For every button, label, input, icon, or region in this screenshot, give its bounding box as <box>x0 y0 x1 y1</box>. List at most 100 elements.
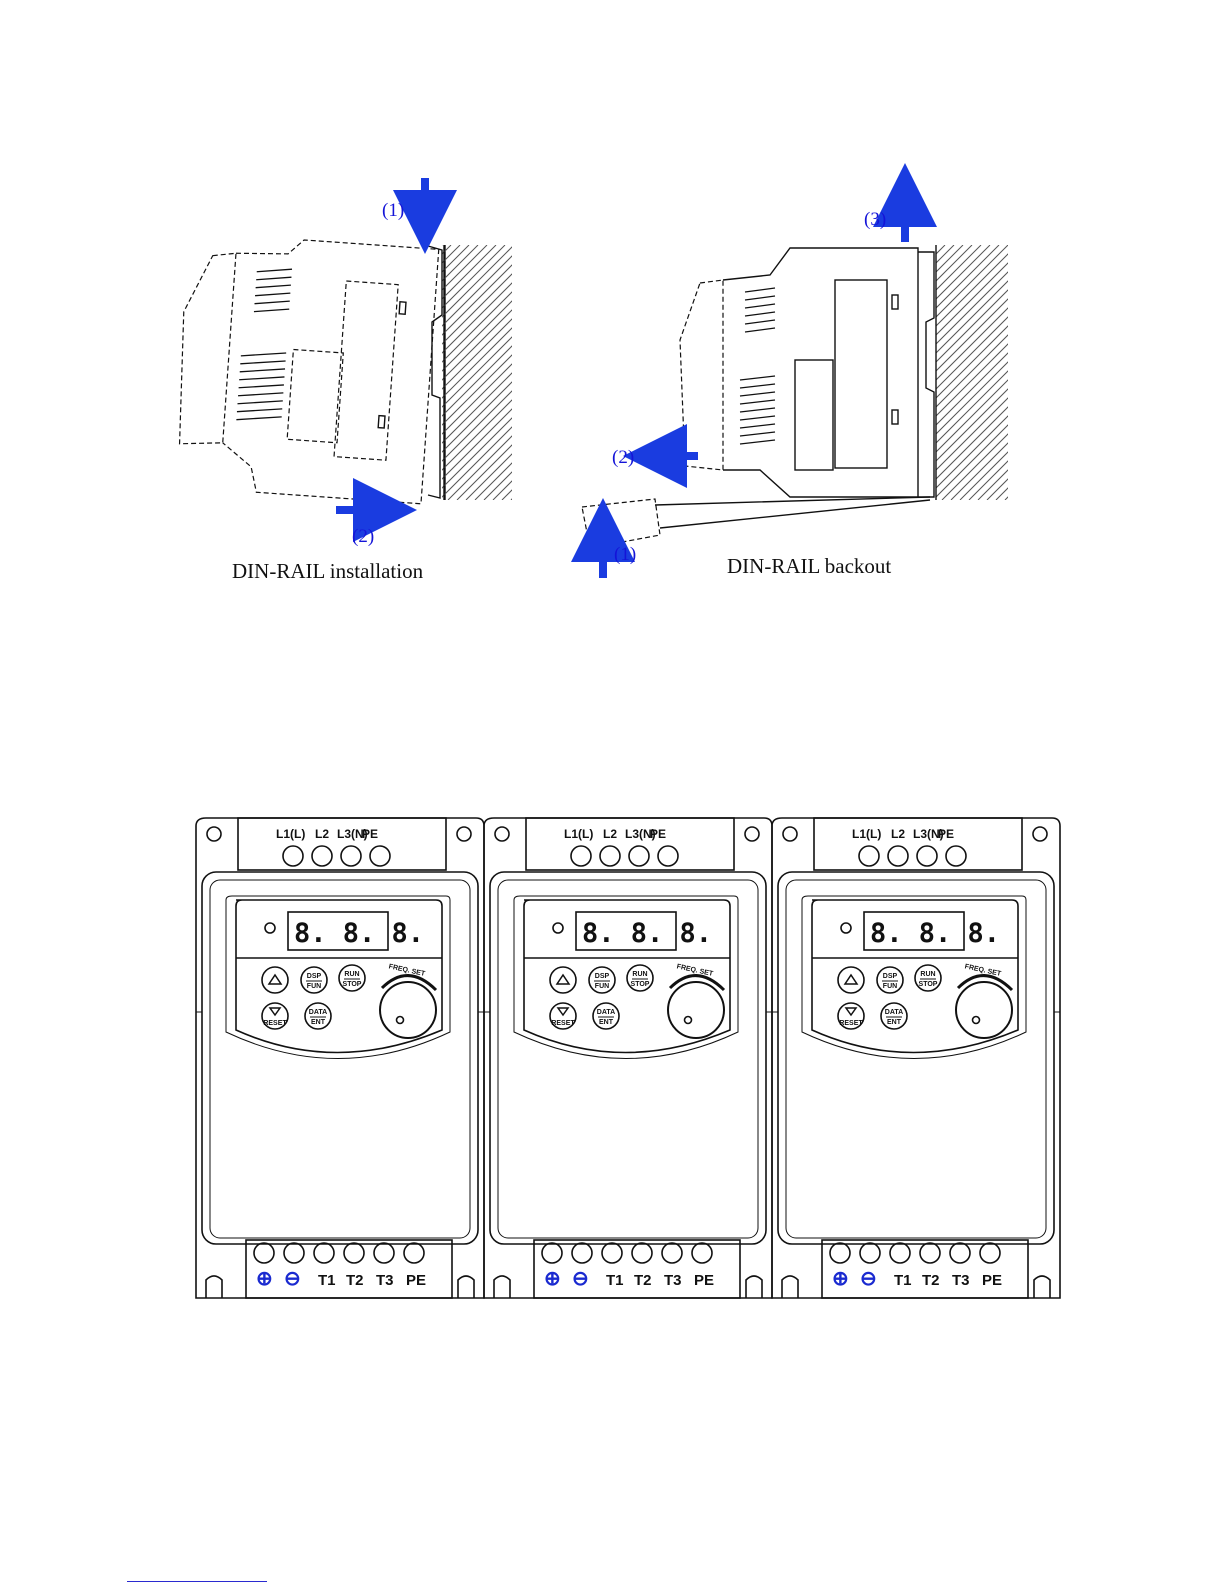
bottom-terminal-label: T3 <box>376 1272 394 1289</box>
hatch-line <box>936 316 1008 390</box>
step-label: (2) <box>612 447 634 468</box>
terminal-screw <box>628 845 650 867</box>
display-digits: 8. 8. 8. <box>582 918 712 949</box>
hatch-line <box>986 478 1008 500</box>
step-label: (3) <box>864 209 886 230</box>
terminal-screw <box>283 1242 305 1264</box>
status-led <box>840 922 852 934</box>
terminal-screw <box>949 1242 971 1264</box>
triangle-up-icon <box>555 973 571 985</box>
data-ent-key[interactable] <box>304 1002 332 1030</box>
mounting-hole <box>494 826 510 842</box>
hatch-line <box>936 307 1008 381</box>
hatch-line <box>936 415 1008 489</box>
hatch-line <box>936 280 1008 354</box>
hatch-line <box>936 245 946 255</box>
seven-segment-display <box>287 911 389 951</box>
keypad-panel <box>811 899 1019 1054</box>
frequency-knob[interactable] <box>379 981 437 1039</box>
data-ent-key[interactable] <box>880 1002 908 1030</box>
knob-indicator <box>683 1015 693 1025</box>
hatch-line <box>442 245 488 291</box>
down-reset-key[interactable] <box>261 1002 289 1030</box>
terminal-screw <box>979 1242 1001 1264</box>
mounting-slot <box>205 1275 223 1298</box>
terminal-screw <box>313 1242 335 1264</box>
hatch-line <box>936 245 982 291</box>
up-key[interactable] <box>261 966 289 994</box>
terminal-screw <box>570 845 592 867</box>
data-ent-key[interactable] <box>592 1002 620 1030</box>
hatch-line <box>442 245 506 309</box>
hatch-line <box>936 262 1008 336</box>
run-stop-key[interactable] <box>626 964 654 992</box>
hatch-line <box>442 318 512 390</box>
terminal-screw <box>916 845 938 867</box>
top-terminal-block <box>525 817 735 871</box>
din-rail-clip <box>918 251 935 498</box>
data-ent-key-label: ENT <box>311 1019 326 1026</box>
hatch-line <box>936 343 1008 417</box>
top-terminal-label: PE <box>938 827 954 841</box>
status-led <box>552 922 564 934</box>
top-terminal-block <box>813 817 1023 871</box>
top-terminal-label: PE <box>362 827 378 841</box>
terminal-screw <box>282 845 304 867</box>
run-stop-key-label: RUN <box>920 971 935 978</box>
hatch-line <box>936 271 1008 345</box>
front-cover-inner <box>785 879 1047 1239</box>
step-label: (1) <box>614 544 636 565</box>
down-reset-key[interactable] <box>549 1002 577 1030</box>
top-terminal-label: L3(N) <box>625 827 656 841</box>
mounting-slot <box>457 1275 475 1298</box>
triangle-down-icon <box>844 1007 858 1017</box>
frequency-knob[interactable] <box>955 981 1013 1039</box>
dsp-fun-key-label: DSP <box>595 973 610 980</box>
data-ent-key-label: DATA <box>309 1009 327 1016</box>
hatch-line <box>936 388 1008 462</box>
up-key[interactable] <box>549 966 577 994</box>
hatch-line <box>442 363 512 435</box>
terminal-screw <box>889 1242 911 1264</box>
hatch-line <box>442 345 512 417</box>
hatch-line <box>936 406 1008 480</box>
front-cover-inner <box>497 879 759 1239</box>
dsp-fun-key-label: FUN <box>595 983 609 990</box>
front-cover-inner <box>209 879 471 1239</box>
terminal-screw <box>403 1242 425 1264</box>
run-stop-key[interactable] <box>914 964 942 992</box>
hatch-line <box>442 336 512 408</box>
run-stop-key[interactable] <box>338 964 366 992</box>
terminal-screw <box>311 845 333 867</box>
hatch-line <box>442 309 512 381</box>
bottom-terminal-label: ⊕ <box>256 1268 273 1290</box>
dsp-fun-key-label: FUN <box>883 983 897 990</box>
bottom-terminal-label: T1 <box>606 1272 624 1289</box>
hatch-line <box>936 334 1008 408</box>
dsp-fun-key[interactable] <box>876 966 904 994</box>
hatch-line <box>442 245 461 264</box>
hatch-line <box>442 255 512 327</box>
hatch-line <box>936 245 1008 318</box>
run-stop-key-label: RUN <box>344 971 359 978</box>
terminal-screw <box>919 1242 941 1264</box>
data-ent-key-label: ENT <box>887 1019 902 1026</box>
triangle-up-icon <box>267 973 283 985</box>
terminal-screw <box>661 1242 683 1264</box>
figure-caption: DIN-RAIL installation <box>232 559 424 583</box>
bottom-terminal-label: T1 <box>318 1272 336 1289</box>
bottom-terminal-label: ⊖ <box>860 1268 877 1290</box>
down-reset-key[interactable] <box>837 1002 865 1030</box>
up-key[interactable] <box>837 966 865 994</box>
dsp-fun-key[interactable] <box>588 966 616 994</box>
hatch-line <box>442 408 512 480</box>
terminal-screw <box>691 1242 713 1264</box>
bottom-terminal-block <box>533 1239 741 1299</box>
down-reset-key-label: RESET <box>839 1020 863 1027</box>
hatch-line <box>442 426 512 498</box>
frequency-knob[interactable] <box>667 981 725 1039</box>
triangle-down-icon <box>556 1007 570 1017</box>
top-terminal-label: L2 <box>315 827 329 841</box>
hatch-line <box>936 253 1008 327</box>
dsp-fun-key[interactable] <box>300 966 328 994</box>
